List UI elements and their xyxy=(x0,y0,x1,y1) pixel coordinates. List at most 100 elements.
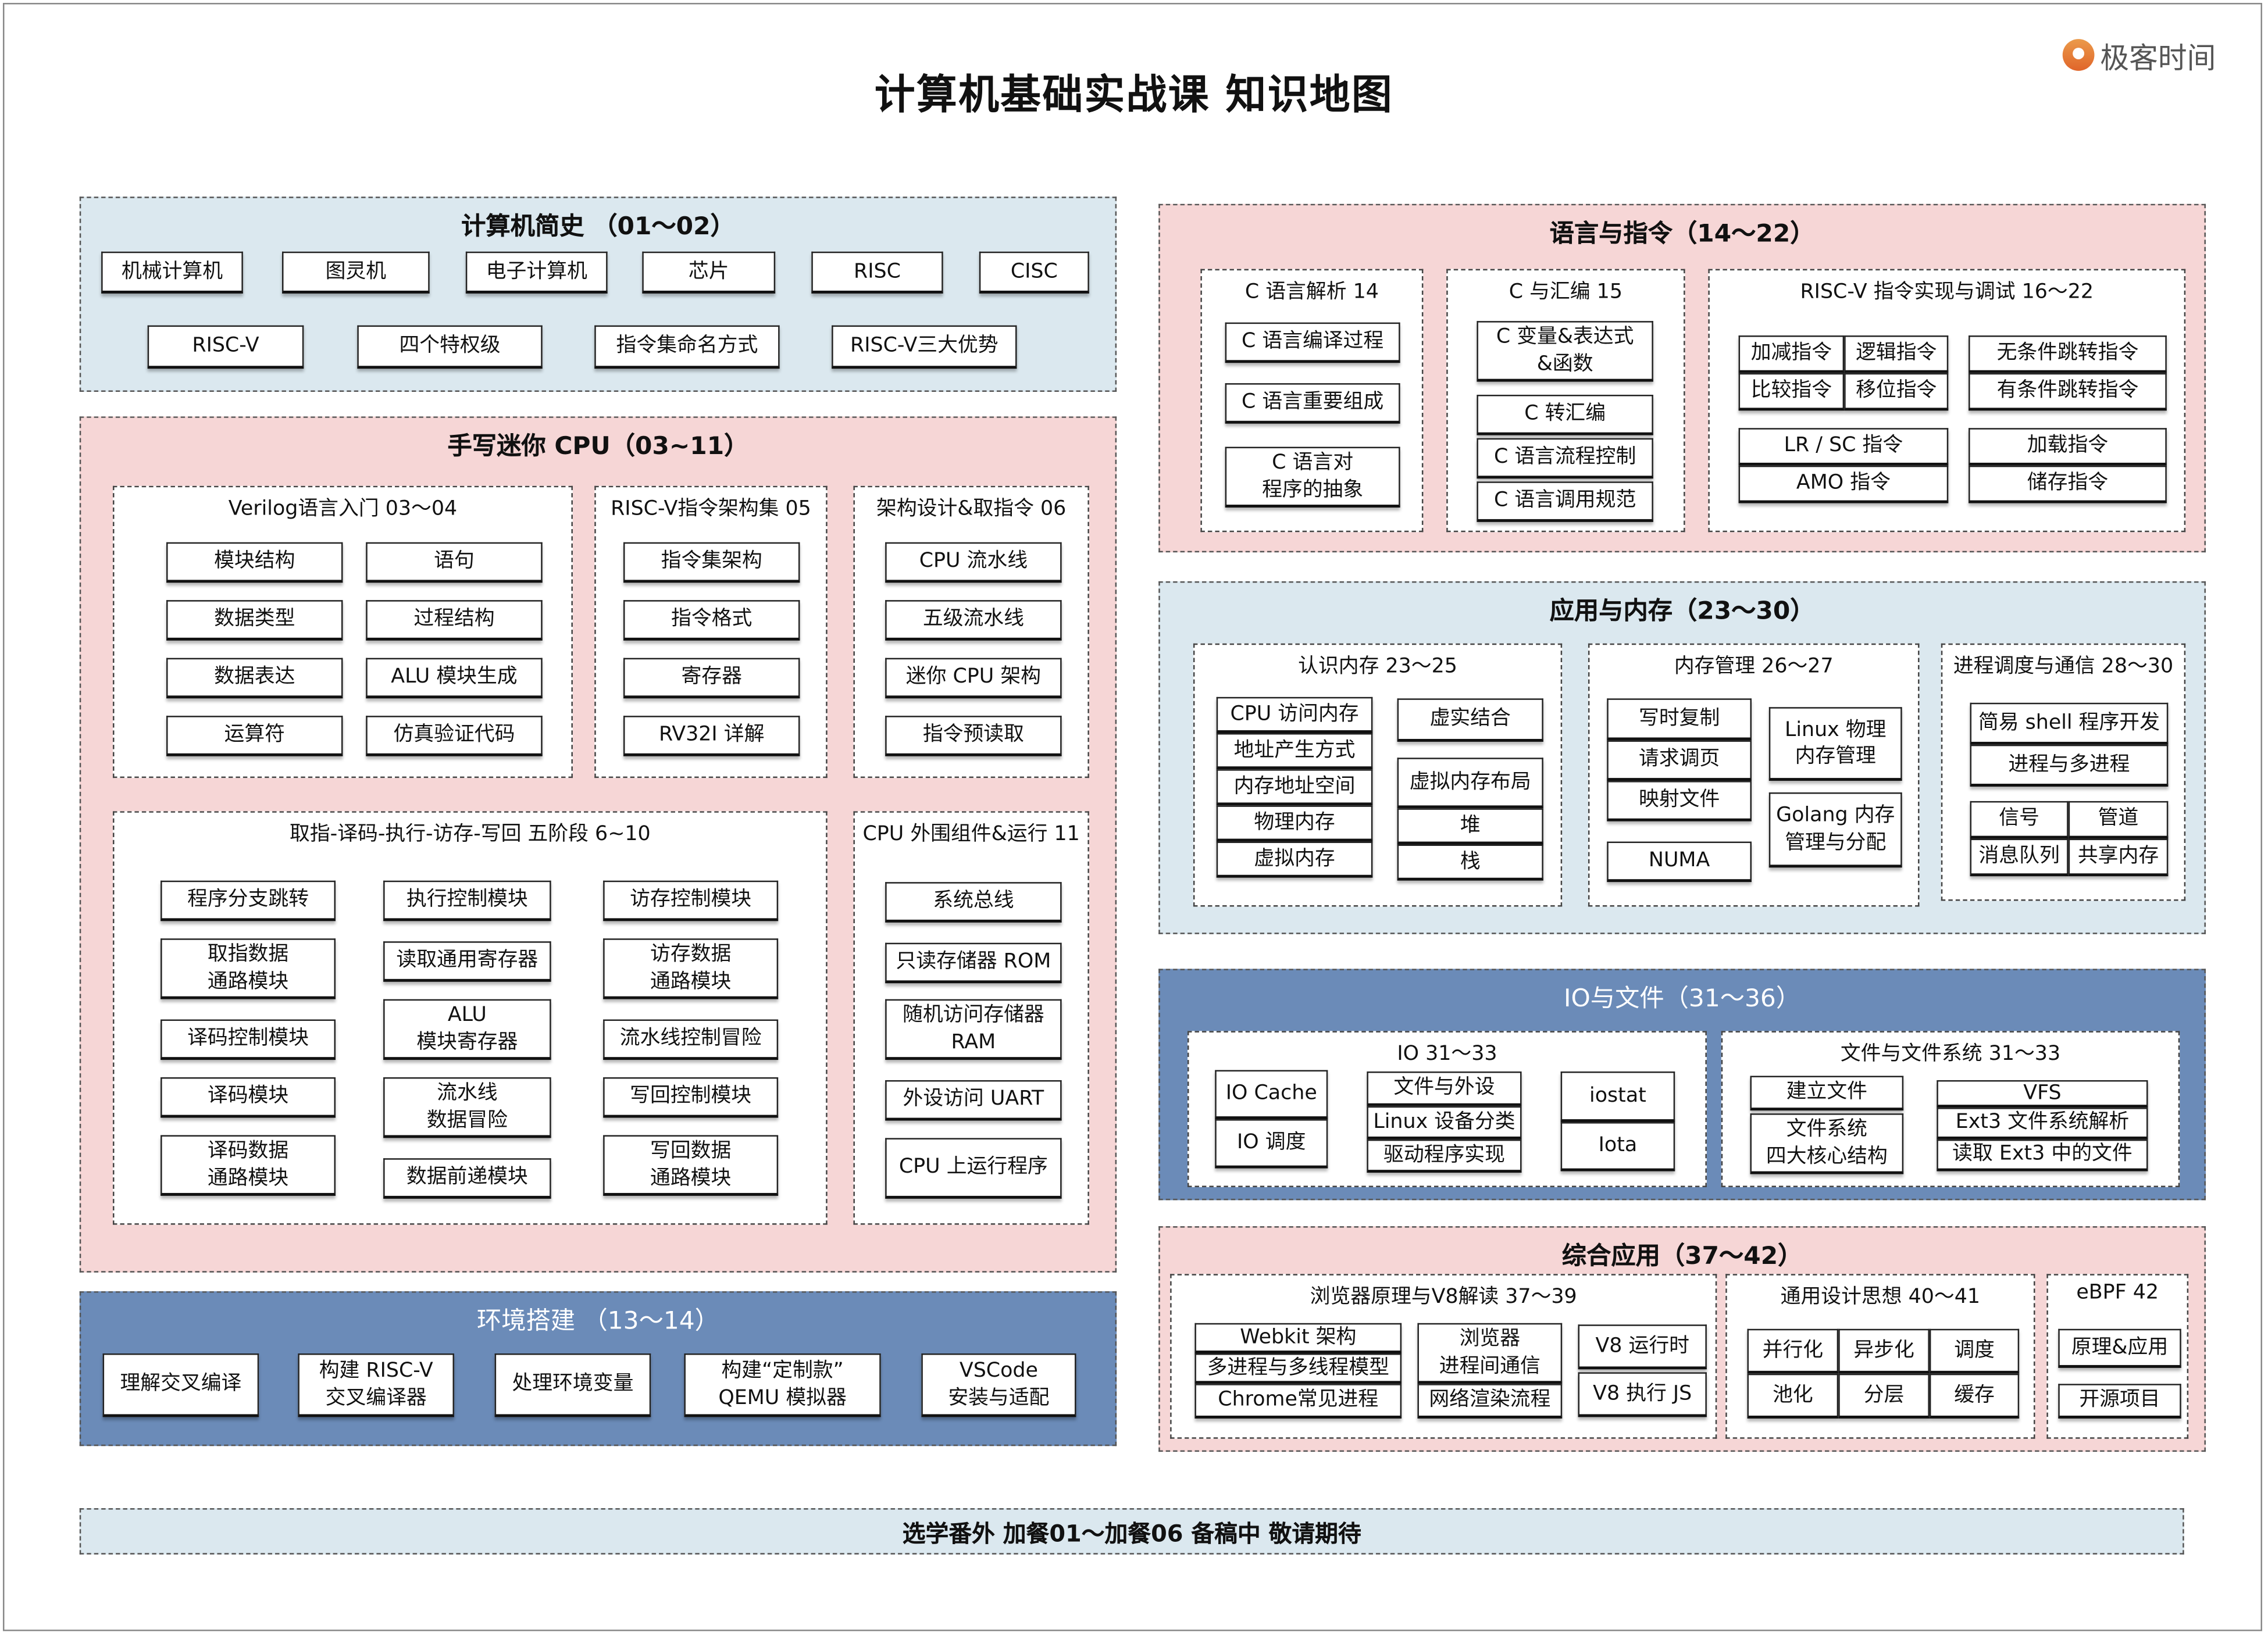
topic-box: 移位指令 xyxy=(1844,373,1949,411)
logo-text: 极客时间 xyxy=(2100,40,2216,75)
topic-box: RISC xyxy=(811,251,943,294)
section-env: 环境搭建 （13～14）理解交叉编译构建 RISC-V 交叉编译器处理环境变量构… xyxy=(79,1291,1117,1446)
topic-box: 分层 xyxy=(1838,1373,1930,1419)
topic-box: 图灵机 xyxy=(282,251,430,294)
topic-box: 管道 xyxy=(2068,801,2169,839)
topic-box: 取指数据 通路模块 xyxy=(161,938,336,999)
topic-box: 请求调页 xyxy=(1607,740,1752,781)
topic-box: 数据表达 xyxy=(166,658,343,699)
group-title: RISC-V指令架构集 05 xyxy=(611,497,811,521)
topic-box: Iota xyxy=(1560,1122,1675,1171)
topic-box: C 语言调用规范 xyxy=(1477,481,1653,522)
topic-box: CPU 访问内存 xyxy=(1216,696,1373,734)
topic-box: VSCode 安装与适配 xyxy=(921,1353,1076,1417)
group-title: C 与汇编 15 xyxy=(1509,280,1623,304)
group-title: Verilog语言入门 03～04 xyxy=(228,497,458,521)
topic-box: 并行化 xyxy=(1747,1328,1839,1374)
topic-box: RISC-V xyxy=(147,325,304,369)
topic-box: C 转汇编 xyxy=(1477,395,1653,435)
topic-box: 指令格式 xyxy=(623,600,800,641)
group-title: 文件与文件系统 31～33 xyxy=(1840,1042,2061,1066)
topic-box: NUMA xyxy=(1607,841,1752,883)
topic-box: 运算符 xyxy=(166,716,343,756)
topic-box: 逻辑指令 xyxy=(1844,335,1949,373)
topic-box: 随机访问存储器 RAM xyxy=(885,999,1062,1060)
topic-box: 虚实结合 xyxy=(1397,698,1543,742)
topic-box: 写回数据 通路模块 xyxy=(603,1135,779,1196)
topic-group: RISC-V指令架构集 05 指令集架构指令格式寄存器 RV32I 详解 xyxy=(594,485,828,778)
topic-box: 驱动程序实现 xyxy=(1367,1139,1522,1173)
topic-box: CPU 上运行程序 xyxy=(885,1138,1062,1199)
geektime-logo-icon xyxy=(2062,39,2095,71)
topic-box: RV32I 详解 xyxy=(623,716,800,756)
topic-box: 开源项目 xyxy=(2058,1384,2181,1419)
topic-box: iostat xyxy=(1560,1071,1675,1123)
topic-box: C 语言流程控制 xyxy=(1477,438,1653,479)
group-title: IO 31～33 xyxy=(1397,1042,1497,1066)
topic-box: 物理内存 xyxy=(1216,805,1373,842)
topic-box: 系统总线 xyxy=(885,882,1062,923)
topic-box: CPU 流水线 xyxy=(885,542,1062,583)
topic-box: V8 运行时 xyxy=(1578,1324,1707,1370)
group-title: 浏览器原理与V8解读 37～39 xyxy=(1310,1285,1577,1309)
topic-box: 共享内存 xyxy=(2068,838,2169,877)
group-title: CPU 外围组件&运行 11 xyxy=(862,823,1080,846)
topic-box: 仿真验证代码 xyxy=(366,716,543,756)
group-title: 架构设计&取指令 06 xyxy=(876,497,1067,521)
topic-box: 流水线控制冒险 xyxy=(603,1019,779,1060)
topic-box: 简易 shell 程序开发 xyxy=(1970,702,2169,745)
topic-box: 五级流水线 xyxy=(885,600,1062,641)
topic-box: C 语言重要组成 xyxy=(1225,383,1400,424)
topic-box: Linux 物理 内存管理 xyxy=(1768,707,1902,781)
topic-box: IO Cache xyxy=(1215,1070,1328,1120)
topic-box: 写回控制模块 xyxy=(603,1077,779,1118)
topic-box: 电子计算机 xyxy=(465,251,608,294)
topic-box: 程序分支跳转 xyxy=(161,880,336,921)
topic-box: 流水线 数据冒险 xyxy=(383,1077,551,1138)
topic-box: 多进程与多线程模型 xyxy=(1194,1353,1402,1384)
group-title: 进程调度与通信 28～30 xyxy=(1953,655,2174,678)
section-title: 手写迷你 CPU（03~11） xyxy=(447,432,749,462)
topic-box: 指令集命名方式 xyxy=(594,325,780,369)
topic-box: ALU 模块生成 xyxy=(366,658,543,699)
topic-box: Linux 设备分类 xyxy=(1367,1106,1522,1140)
topic-box: 寄存器 xyxy=(623,658,800,699)
topic-box: 加载指令 xyxy=(1969,428,2167,466)
group-title: 通用设计思想 40～41 xyxy=(1780,1285,1981,1309)
topic-box: 只读存储器 ROM xyxy=(885,942,1062,984)
topic-box: IO 调度 xyxy=(1215,1119,1328,1169)
topic-box: 地址产生方式 xyxy=(1216,733,1373,770)
topic-box: 消息队列 xyxy=(1970,838,2069,877)
topic-box: 加减指令 xyxy=(1738,335,1845,373)
logo: 极客时间 xyxy=(2062,35,2216,76)
topic-box: V8 执行 JS xyxy=(1578,1372,1707,1417)
topic-box: 栈 xyxy=(1397,844,1543,881)
topic-box: 网络渲染流程 xyxy=(1417,1384,1563,1419)
group-title: eBPF 42 xyxy=(2076,1281,2159,1305)
section-title: IO与文件（31～36） xyxy=(1564,984,1801,1014)
topic-box: 指令集架构 xyxy=(623,542,800,583)
topic-box: 文件系统 四大核心结构 xyxy=(1750,1113,1904,1174)
topic-box: 浏览器 进程间通信 xyxy=(1417,1323,1563,1384)
topic-box: 译码数据 通路模块 xyxy=(161,1135,336,1196)
topic-box: 进程与多进程 xyxy=(1970,744,2169,787)
topic-box: 池化 xyxy=(1747,1373,1839,1419)
